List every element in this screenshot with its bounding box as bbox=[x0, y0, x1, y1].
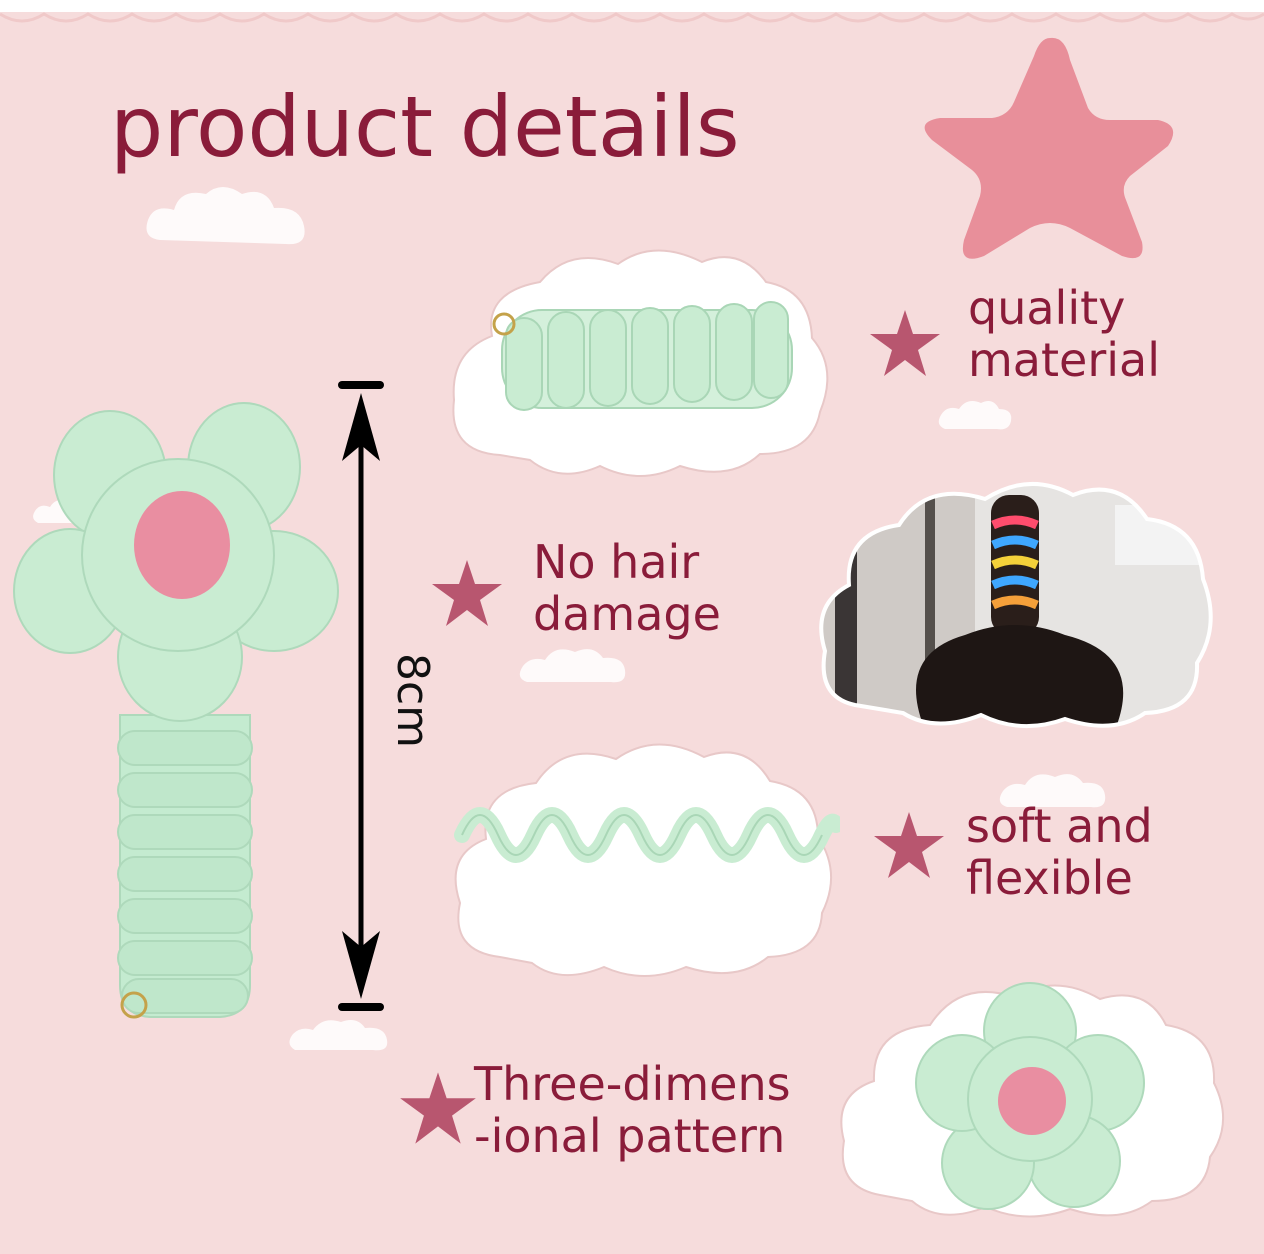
hair-model-photo bbox=[819, 482, 1213, 729]
background-cloud-icon bbox=[938, 401, 1012, 430]
feature-line: quality bbox=[968, 281, 1126, 335]
feature-line: -ional pattern bbox=[474, 1109, 786, 1163]
page-title: product details bbox=[110, 78, 740, 176]
height-measurement-arrow bbox=[338, 381, 384, 1011]
scalloped-top-border bbox=[0, 0, 1264, 23]
feature-three-dimensional: Three-dimens -ional pattern bbox=[474, 1058, 791, 1162]
background-cloud-icon bbox=[999, 774, 1106, 808]
feature-quality-material: quality material bbox=[968, 282, 1160, 386]
feature-soft-flexible: soft and flexible bbox=[966, 800, 1153, 904]
feature-line: soft and bbox=[966, 799, 1153, 853]
star-bullet-icon bbox=[400, 1072, 476, 1144]
decorative-star-icon bbox=[924, 37, 1174, 259]
main-product-photo bbox=[13, 402, 339, 1019]
star-bullet-icon bbox=[870, 310, 940, 376]
feature-line: damage bbox=[533, 587, 721, 641]
feature-no-hair-damage: No hair damage bbox=[533, 536, 721, 640]
feature-line: No hair bbox=[533, 535, 700, 589]
background-cloud-icon bbox=[289, 1020, 388, 1051]
coil-product-photo bbox=[452, 249, 829, 477]
stretched-coil-photo bbox=[454, 743, 840, 977]
measurement-label: 8cm bbox=[387, 652, 439, 749]
background-cloud-icon bbox=[519, 649, 626, 683]
flower-pattern-photo bbox=[840, 982, 1224, 1218]
background-cloud-icon bbox=[146, 187, 305, 245]
feature-line: material bbox=[968, 333, 1160, 387]
feature-line: flexible bbox=[966, 851, 1133, 905]
feature-line: Three-dimens bbox=[474, 1057, 791, 1111]
star-bullet-icon bbox=[874, 812, 944, 878]
star-bullet-icon bbox=[432, 560, 502, 626]
